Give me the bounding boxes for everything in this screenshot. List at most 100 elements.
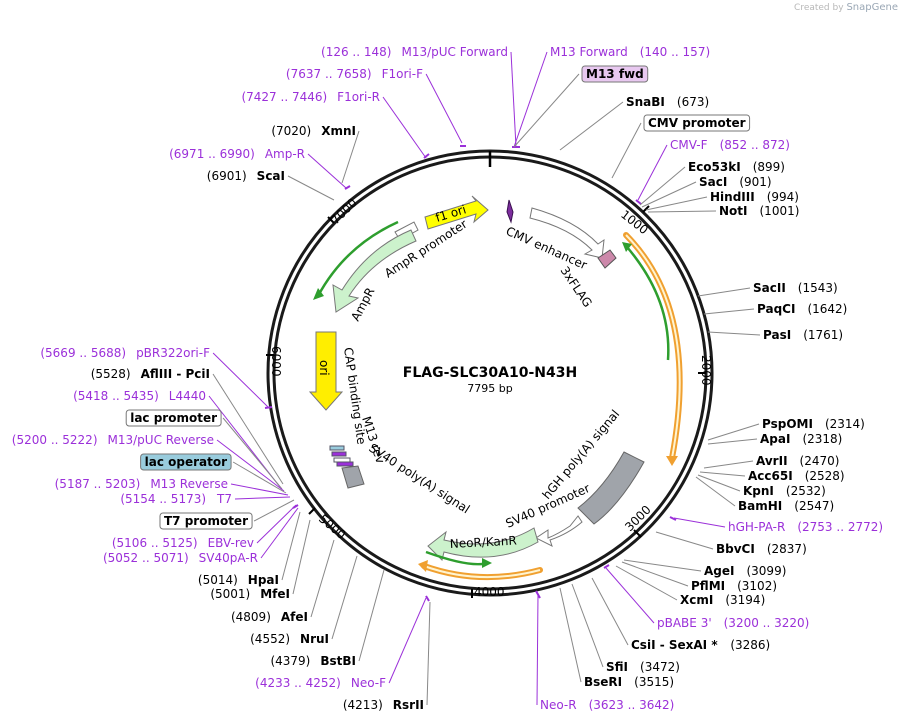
left-label-mfei-position[interactable]: (5001)	[210, 587, 250, 601]
right-label-cmv-promoter-name[interactable]: CMV promoter	[648, 116, 746, 130]
left-label-afliii-pcii-position[interactable]: (5528)	[91, 367, 131, 381]
left-label-l4440-name[interactable]: L4440	[169, 389, 206, 403]
left-label-afei-name[interactable]: AfeI	[281, 610, 308, 624]
right-label-cmv-f-position[interactable]: (852 .. 872)	[720, 138, 790, 152]
right-label-pasi-name[interactable]: PasI	[763, 328, 791, 342]
right-label-hindiii-position[interactable]: (994)	[767, 190, 799, 204]
right-label-neo-r-name[interactable]: Neo-R	[540, 698, 577, 712]
left-label-t7-position[interactable]: (5154 .. 5173)	[120, 492, 206, 506]
right-label-xcmi-name[interactable]: XcmI	[680, 593, 713, 607]
right-label-apai-position[interactable]: (2318)	[802, 432, 842, 446]
left-label-amp-r-name[interactable]: Amp-R	[265, 147, 305, 161]
right-label-xcmi-position[interactable]: (3194)	[725, 593, 765, 607]
feature-sv40-polya-shape[interactable]	[341, 465, 365, 489]
right-label-paqci-name[interactable]: PaqCI	[757, 302, 795, 316]
left-label-m13-puc-reverse-name[interactable]: M13/pUC Reverse	[108, 433, 215, 447]
left-label-afliii-pcii-name[interactable]: AflIII - PciI	[141, 367, 210, 381]
left-label-bstbi-name[interactable]: BstBI	[320, 654, 356, 668]
left-label-nrui-position[interactable]: (4552)	[250, 632, 290, 646]
left-label-sv40pa-r-position[interactable]: (5052 .. 5071)	[103, 551, 189, 565]
left-label-afei-position[interactable]: (4809)	[231, 610, 271, 624]
left-label-nrui-name[interactable]: NruI	[300, 632, 329, 646]
right-label-hgh-pa-r-name[interactable]: hGH-PA-R	[728, 520, 785, 534]
left-label-f1ori-f-position[interactable]: (7637 .. 7658)	[286, 67, 372, 81]
left-label-m13-puc-reverse-position[interactable]: (5200 .. 5222)	[12, 433, 98, 447]
right-label-sacii-name[interactable]: SacII	[753, 281, 786, 295]
left-label-neo-f-position[interactable]: (4233 .. 4252)	[255, 676, 341, 690]
right-label-bamhi-position[interactable]: (2547)	[794, 499, 834, 513]
right-label-hindiii-name[interactable]: HindIII	[710, 190, 755, 204]
feature-ori-arrow[interactable]	[308, 331, 344, 411]
right-label-pspomi-name[interactable]: PspOMI	[762, 417, 813, 431]
right-label-pbabe-3-name[interactable]: pBABE 3'	[657, 616, 712, 630]
right-label-kpni-name[interactable]: KpnI	[743, 484, 774, 498]
right-label-m13-fwd-name[interactable]: M13 fwd	[586, 67, 644, 81]
right-label-bseri-position[interactable]: (3515)	[634, 675, 674, 689]
left-label-rsrii-position[interactable]: (4213)	[343, 698, 383, 712]
left-label-t7-promoter-name[interactable]: T7 promoter	[164, 514, 248, 528]
right-label-noti-name[interactable]: NotI	[719, 204, 748, 218]
feature-ampr-arrow[interactable]	[332, 229, 417, 313]
feature-cmv-enhancer-arrow[interactable]	[529, 207, 605, 259]
left-label-m13-reverse-position[interactable]: (5187 .. 5203)	[55, 477, 141, 491]
feature-m13-fwd-mark[interactable]	[506, 199, 514, 224]
right-label-csii-sexai-name[interactable]: CsiI - SexAI *	[631, 638, 718, 652]
right-label-pflmi-name[interactable]: PflMI	[691, 579, 725, 593]
left-label-scai-name[interactable]: ScaI	[257, 169, 285, 183]
left-label-f1ori-f-name[interactable]: F1ori-F	[382, 67, 423, 81]
left-label-m13-reverse-name[interactable]: M13 Reverse	[150, 477, 228, 491]
left-label-scai-position[interactable]: (6901)	[207, 169, 247, 183]
feature-t7-box[interactable]	[336, 461, 354, 467]
left-label-neo-f-name[interactable]: Neo-F	[351, 676, 386, 690]
feature-lac-promoter-box[interactable]	[333, 457, 351, 463]
feature-lac-operator-box[interactable]	[329, 445, 345, 451]
left-label-hpai-position[interactable]: (5014)	[198, 573, 238, 587]
left-label-t7-name[interactable]: T7	[216, 492, 232, 506]
left-label-sv40pa-r-name[interactable]: SV40pA-R	[199, 551, 258, 565]
left-label-pbr322ori-f-position[interactable]: (5669 .. 5688)	[40, 346, 126, 360]
right-label-kpni-position[interactable]: (2532)	[786, 484, 826, 498]
right-label-snabi-position[interactable]: (673)	[677, 95, 709, 109]
left-label-bstbi-position[interactable]: (4379)	[270, 654, 310, 668]
right-label-apai-name[interactable]: ApaI	[760, 432, 790, 446]
left-label-ebv-rev-position[interactable]: (5106 .. 5125)	[112, 536, 198, 550]
left-label-lac-operator-name[interactable]: lac operator	[145, 455, 227, 469]
right-label-agei-position[interactable]: (3099)	[746, 564, 786, 578]
right-label-cmv-f-name[interactable]: CMV-F	[670, 138, 708, 152]
right-label-avrii-name[interactable]: AvrII	[756, 454, 788, 468]
right-label-eco53ki-name[interactable]: Eco53kI	[688, 160, 741, 174]
left-label-f1ori-r-position[interactable]: (7427 .. 7446)	[241, 90, 327, 104]
right-label-pbabe-3-position[interactable]: (3200 .. 3220)	[724, 616, 810, 630]
left-label-xmni-name[interactable]: XmnI	[321, 124, 356, 138]
right-label-acc65i-name[interactable]: Acc65I	[748, 469, 793, 483]
right-label-sfii-name[interactable]: SfiI	[606, 660, 628, 674]
left-label-lac-promoter-name[interactable]: lac promoter	[130, 411, 217, 425]
right-label-paqci-position[interactable]: (1642)	[807, 302, 847, 316]
feature-neor-arrow[interactable]	[427, 527, 539, 561]
left-label-f1ori-r-name[interactable]: F1ori-R	[337, 90, 380, 104]
feature-hgh-polya-shape[interactable]	[577, 451, 645, 525]
left-label-l4440-position[interactable]: (5418 .. 5435)	[73, 389, 159, 403]
right-label-noti-position[interactable]: (1001)	[760, 204, 800, 218]
feature-m13rev-box[interactable]	[331, 451, 347, 457]
left-label-amp-r-position[interactable]: (6971 .. 6990)	[169, 147, 255, 161]
right-label-sfii-position[interactable]: (3472)	[640, 660, 680, 674]
left-label-mfei-name[interactable]: MfeI	[260, 587, 290, 601]
right-label-acc65i-position[interactable]: (2528)	[805, 469, 845, 483]
right-label-m13-forward-name[interactable]: M13 Forward	[550, 45, 628, 59]
right-label-agei-name[interactable]: AgeI	[704, 564, 734, 578]
left-label-ebv-rev-name[interactable]: EBV-rev	[208, 536, 254, 550]
left-label-m13-puc-forward-name[interactable]: M13/pUC Forward	[401, 45, 508, 59]
right-label-sacii-position[interactable]: (1543)	[798, 281, 838, 295]
feature-sv40-promoter-arrow[interactable]	[535, 515, 583, 547]
right-label-neo-r-position[interactable]: (3623 .. 3642)	[589, 698, 675, 712]
right-label-saci-name[interactable]: SacI	[699, 175, 727, 189]
right-label-bamhi-name[interactable]: BamHI	[738, 499, 782, 513]
right-label-snabi-name[interactable]: SnaBI	[626, 95, 665, 109]
right-label-pflmi-position[interactable]: (3102)	[737, 579, 777, 593]
right-label-pasi-position[interactable]: (1761)	[803, 328, 843, 342]
right-label-bseri-name[interactable]: BseRI	[584, 675, 622, 689]
right-label-bbvci-name[interactable]: BbvCI	[716, 542, 755, 556]
right-label-avrii-position[interactable]: (2470)	[800, 454, 840, 468]
right-label-saci-position[interactable]: (901)	[739, 175, 771, 189]
